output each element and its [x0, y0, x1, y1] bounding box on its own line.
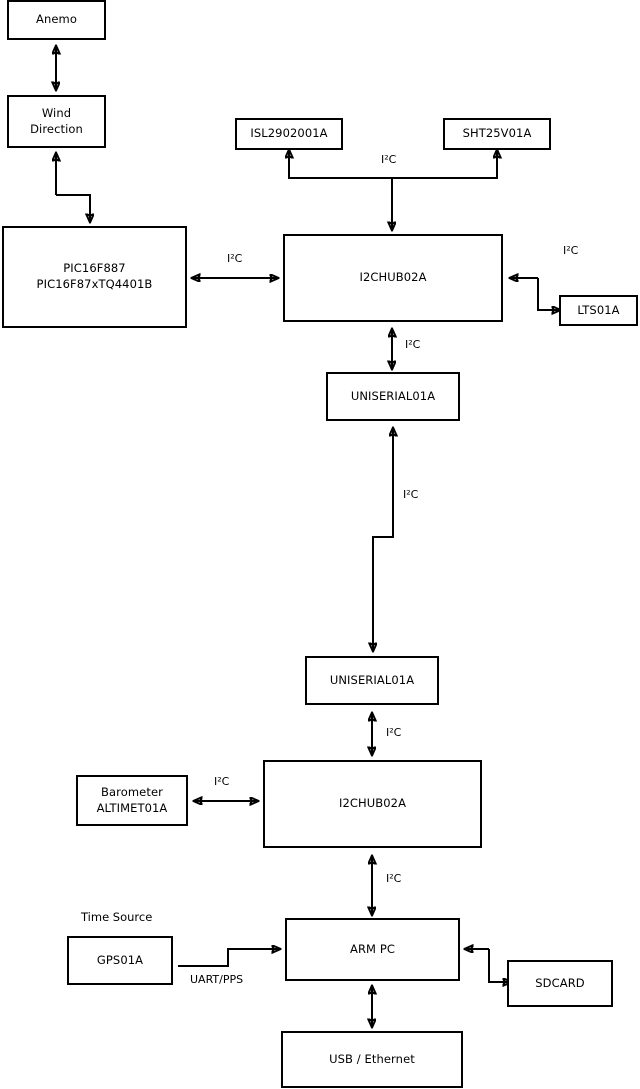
node-lts01a-label: LTS01A [577, 302, 620, 317]
node-uniserial01a-bottom[interactable]: UNISERIAL01A [305, 656, 439, 705]
node-anemo[interactable]: Anemo [7, 0, 106, 40]
node-pic-microcontroller-label: PIC16F887 PIC16F87xTQ4401B [36, 261, 153, 291]
edge-label-uart-pps: UART/PPS [190, 973, 244, 986]
node-isl2902001a[interactable]: ISL2902001A [235, 118, 343, 150]
edge-label-i2c-top-bus: I²C [381, 153, 397, 166]
node-gps01a-label: GPS01A [96, 952, 144, 967]
node-lts01a[interactable]: LTS01A [559, 295, 638, 326]
node-gps01a[interactable]: GPS01A [67, 936, 173, 985]
node-wind-direction[interactable]: Wind Direction [7, 95, 106, 148]
node-barometer-altimet01a[interactable]: Barometer ALTIMET01A [76, 775, 188, 826]
node-anemo-label: Anemo [36, 12, 77, 27]
node-sht25v01a-label: SHT25V01A [462, 126, 532, 141]
wire-gps-armpc [178, 949, 280, 967]
node-barometer-altimet01a-label: Barometer ALTIMET01A [96, 784, 168, 815]
wire-winddirection-pic [56, 153, 90, 222]
label-time-source: Time Source [81, 910, 153, 924]
edge-label-i2c-hub-lts: I²C [563, 244, 579, 257]
node-uniserial01a-top[interactable]: UNISERIAL01A [326, 372, 460, 421]
node-uniserial01a-top-label: UNISERIAL01A [350, 388, 436, 403]
node-sht25v01a[interactable]: SHT25V01A [443, 118, 551, 150]
node-sdcard-label: SDCARD [535, 975, 585, 990]
node-pic-microcontroller[interactable]: PIC16F887 PIC16F87xTQ4401B [2, 226, 187, 328]
node-usb-ethernet[interactable]: USB / Ethernet [281, 1031, 463, 1088]
edge-label-i2c-uniserial-hub-bottom: I²C [386, 726, 402, 739]
node-wind-direction-label: Wind Direction [30, 105, 83, 136]
edge-label-i2c-pic-hub: I²C [227, 252, 243, 265]
wire-uniserialtop-uniserialbottom [373, 428, 393, 651]
node-isl2902001a-label: ISL2902001A [250, 126, 328, 141]
node-arm-pc-label: ARM PC [350, 941, 395, 956]
node-i2chub02a-bottom-label: I2CHUB02A [338, 796, 407, 811]
node-uniserial01a-bottom-label: UNISERIAL01A [329, 672, 415, 687]
node-usb-ethernet-label: USB / Ethernet [329, 1051, 415, 1066]
edge-label-i2c-hub-uniserial: I²C [405, 338, 421, 351]
wire-hubtop-lts [510, 278, 560, 310]
node-i2chub02a-top[interactable]: I2CHUB02A [283, 234, 503, 322]
wire-armpc-sdcard [465, 949, 511, 982]
edge-label-i2c-uniserial-link: I²C [403, 488, 419, 501]
edge-label-i2c-hub-armpc: I²C [386, 872, 402, 885]
edge-label-i2c-barometer-hub: I²C [214, 775, 230, 788]
node-sdcard[interactable]: SDCARD [507, 960, 613, 1007]
node-arm-pc[interactable]: ARM PC [285, 918, 460, 981]
node-i2chub02a-top-label: I2CHUB02A [359, 270, 427, 285]
node-i2chub02a-bottom[interactable]: I2CHUB02A [263, 760, 482, 848]
